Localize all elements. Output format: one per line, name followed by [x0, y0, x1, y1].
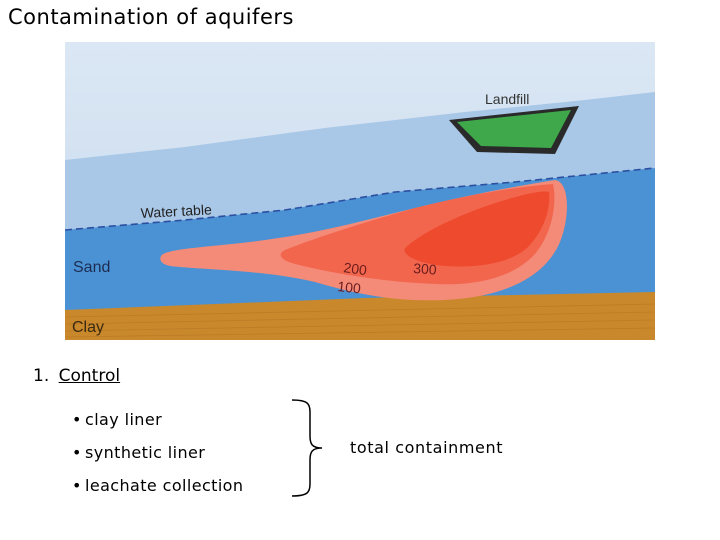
list-item: •clay liner	[72, 409, 243, 442]
landfill-label: Landfill	[485, 91, 529, 107]
control-heading: 1. Control	[33, 366, 120, 386]
total-containment-label: total containment	[350, 438, 504, 457]
control-methods-list: •clay liner •synthetic liner •leachate c…	[72, 409, 243, 508]
contour-200-label: 200	[343, 259, 369, 278]
contour-100-label: 100	[337, 278, 362, 296]
slide-title: Contamination of aquifers	[8, 5, 294, 29]
water-table-label: Water table	[140, 201, 212, 221]
right-brace-icon	[291, 399, 323, 497]
plume-inner	[404, 191, 550, 267]
list-item: •leachate collection	[72, 475, 243, 508]
sand-label: Sand	[73, 259, 110, 276]
diagram-svg: Landfill Water table Sand Clay 200 300 1…	[65, 42, 655, 340]
list-item-text: leachate collection	[85, 476, 244, 495]
list-item-text: synthetic liner	[85, 443, 206, 462]
clay-texture	[65, 303, 655, 338]
clay-label: Clay	[72, 319, 104, 336]
control-number: 1.	[33, 366, 50, 386]
bullet-icon: •	[72, 443, 82, 462]
list-item: •synthetic liner	[72, 442, 243, 475]
bullet-icon: •	[72, 410, 82, 429]
list-item-text: clay liner	[85, 410, 163, 429]
control-heading-text: Control	[58, 366, 121, 386]
landfill-waste	[457, 110, 571, 148]
aquifer-contamination-diagram: Landfill Water table Sand Clay 200 300 1…	[65, 42, 655, 340]
contour-300-label: 300	[413, 260, 438, 278]
bullet-icon: •	[72, 476, 82, 495]
water-table-line	[65, 167, 655, 231]
